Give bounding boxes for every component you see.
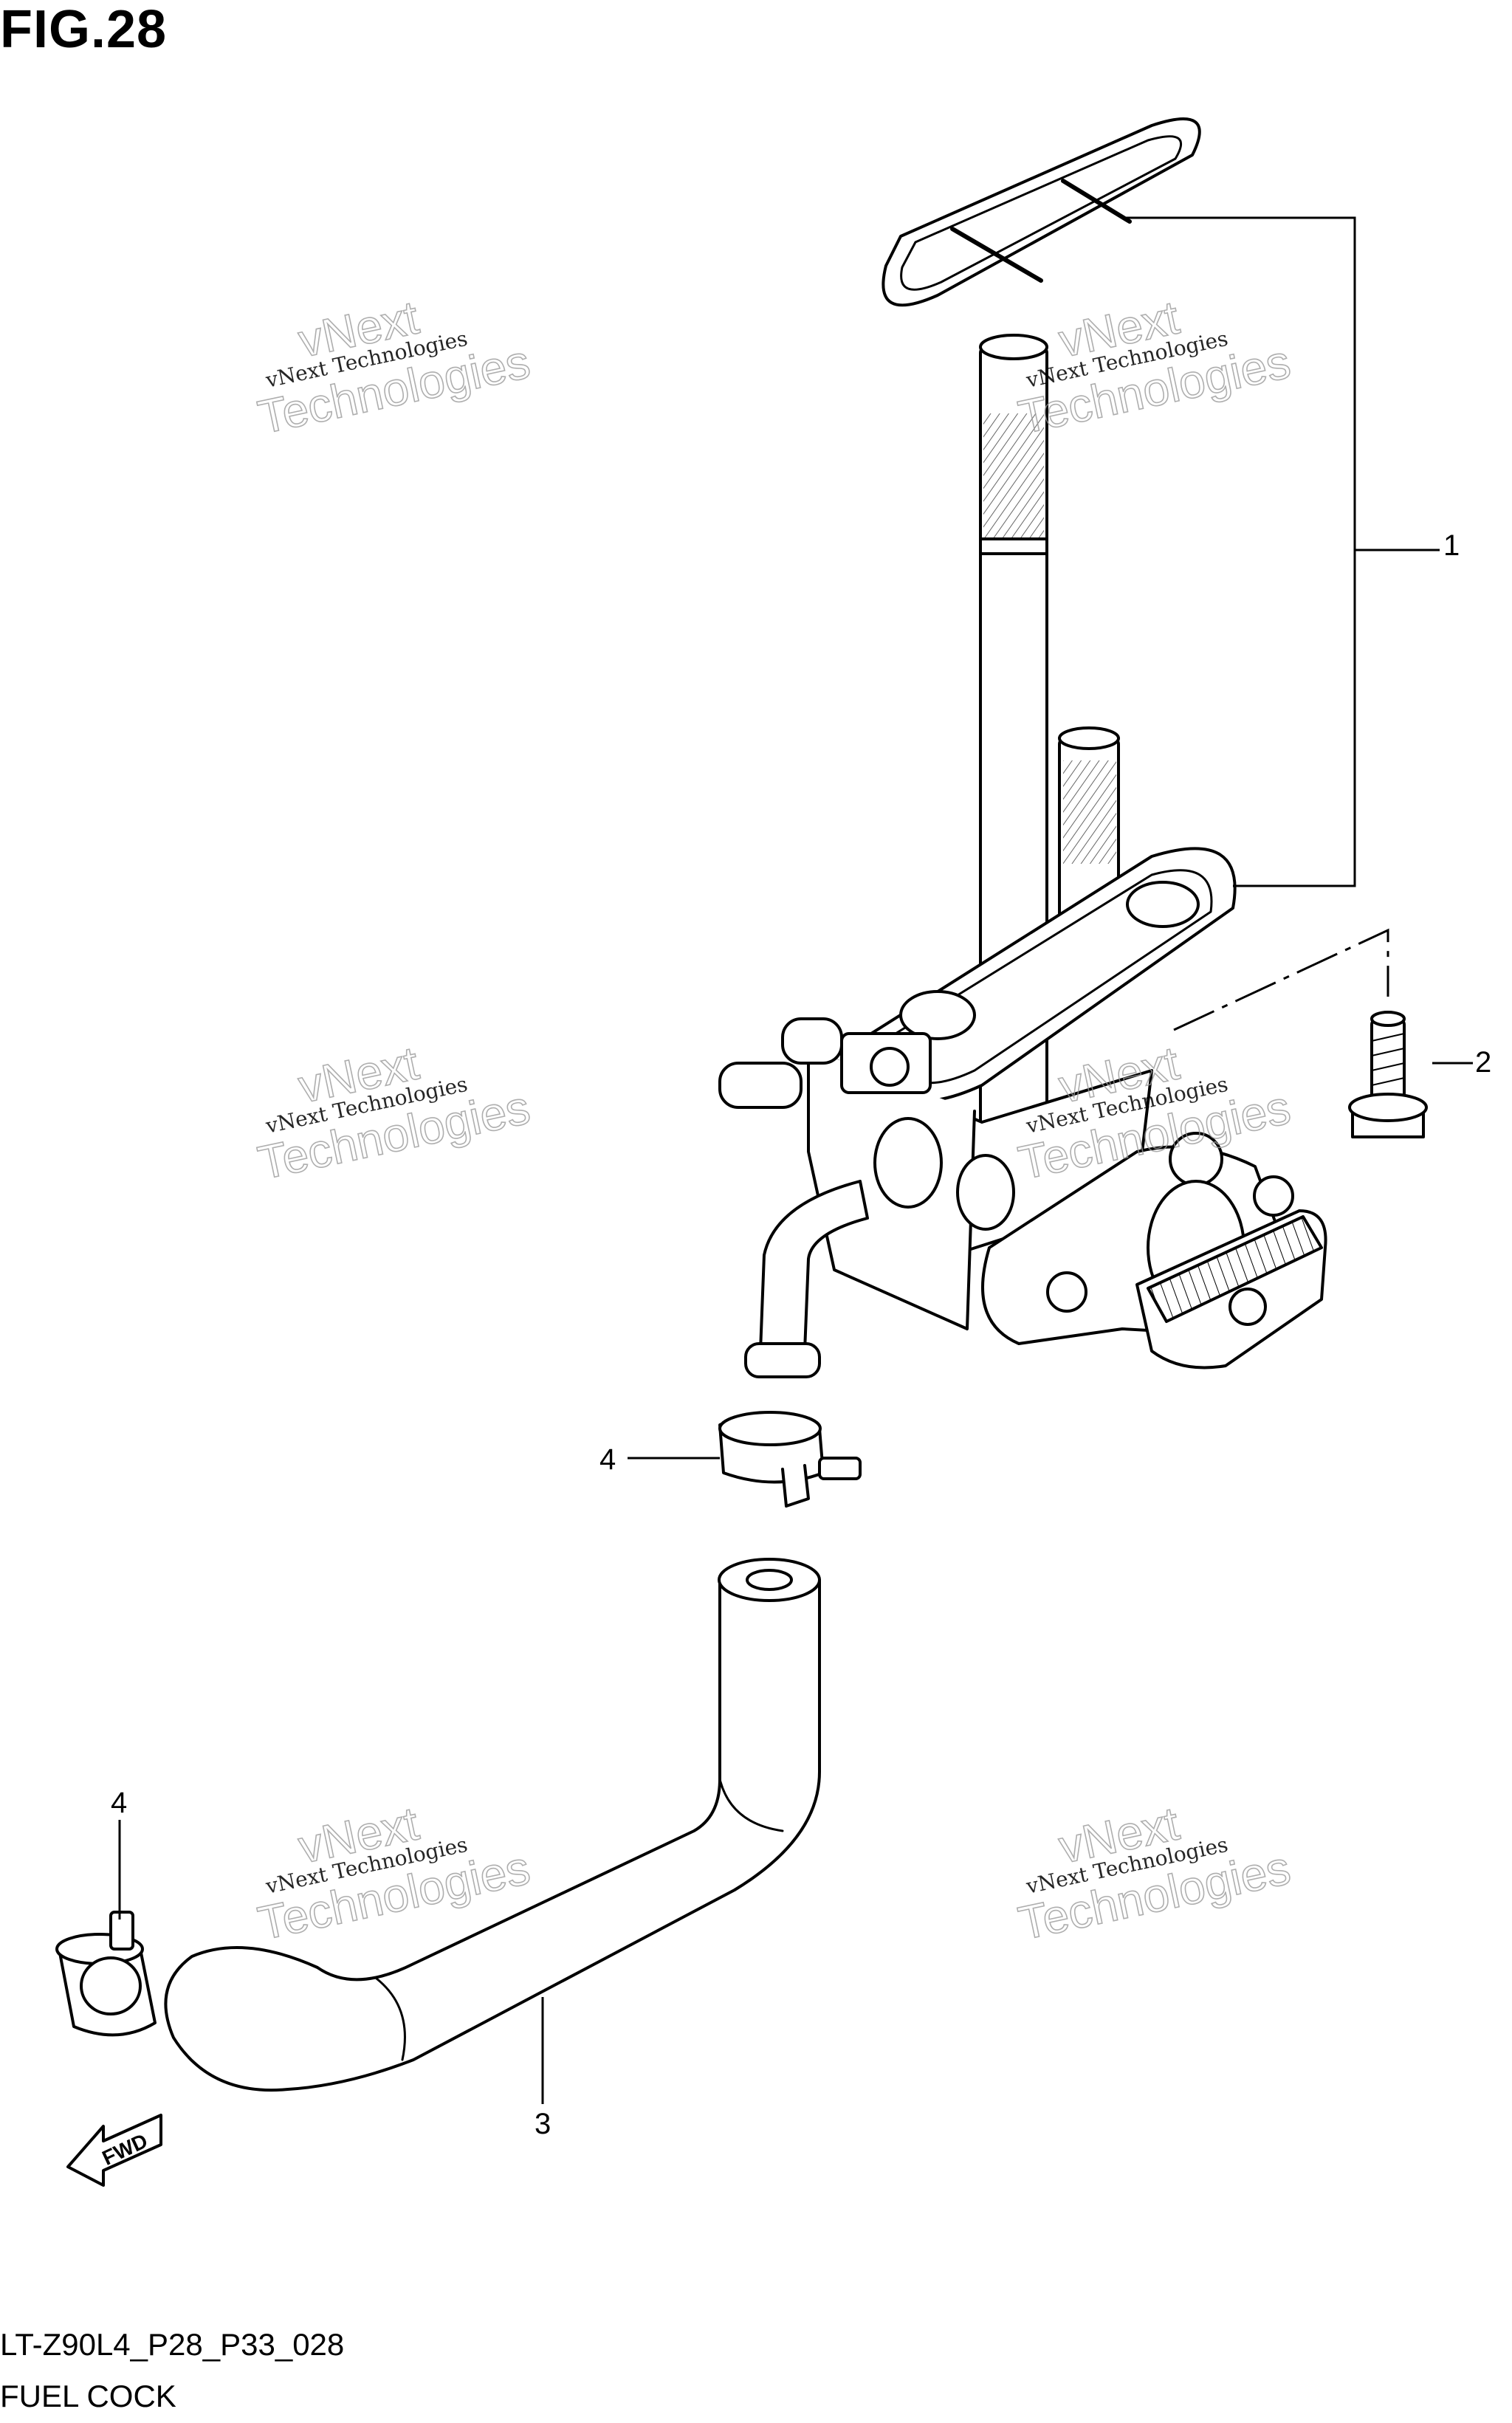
gasket-top (882, 117, 1201, 307)
lever-knob (1135, 1209, 1327, 1369)
outlet-pipe (744, 1180, 869, 1378)
assembly-name: FUEL COCK (0, 2379, 176, 2413)
fwd-arrow-icon (66, 2114, 162, 2187)
drawing-code: LT-Z90L4_P28_P33_028 (0, 2327, 345, 2362)
hose-clamp-upper (718, 1411, 862, 1508)
fuel-hose (164, 1558, 821, 2092)
watermark-bottom-right: Technologies vNext vNext Technologies (1014, 1796, 1296, 1951)
bolt (1348, 1011, 1428, 1138)
callout-1: 1 (1443, 529, 1460, 562)
figure-title: FIG.28 (0, 0, 168, 59)
callout-2: 2 (1475, 1046, 1491, 1079)
watermark-top-left: Technologies vNext vNext Technologies (253, 290, 535, 445)
callout-4-upper: 4 (599, 1443, 616, 1476)
watermark-mid-left: Technologies vNext vNext Technologies (253, 1036, 535, 1191)
leader-lines (118, 216, 1473, 2104)
hose-clamp-lower (55, 1911, 157, 2037)
callout-3: 3 (535, 2108, 551, 2140)
watermark-bottom-left: Technologies vNext vNext Technologies (253, 1796, 535, 1951)
callout-4-lower: 4 (111, 1787, 127, 1819)
